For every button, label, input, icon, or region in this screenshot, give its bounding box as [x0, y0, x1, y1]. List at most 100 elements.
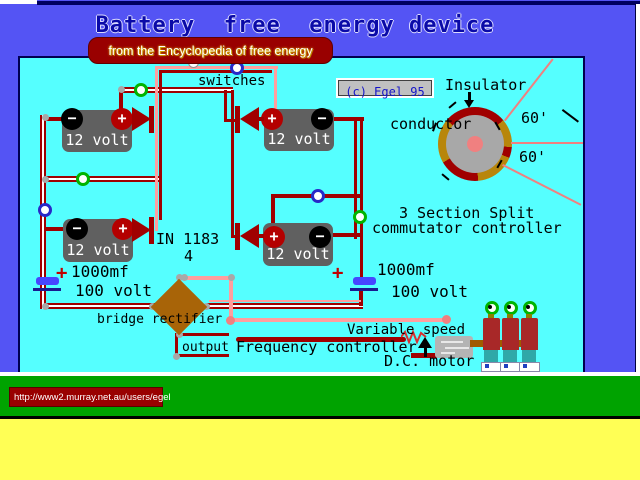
commutator-label-line2: commutator controller [372, 219, 562, 237]
motor-detail-line [445, 347, 469, 349]
wire [119, 91, 123, 113]
battery-label: 12 volt [66, 241, 130, 259]
battery3-minus-terminal: − [66, 218, 88, 240]
battery1-minus-terminal: − [61, 108, 83, 130]
insulator-arrow-stem [468, 92, 471, 102]
capacitor-right-plate [353, 277, 376, 285]
motor-detail-line [441, 341, 463, 343]
wire [45, 303, 155, 309]
figure-eye [488, 305, 492, 309]
commutator-figure [481, 301, 502, 372]
switch-toggle[interactable] [311, 189, 325, 203]
junction-dot [42, 114, 49, 121]
wire-end-cap [226, 316, 235, 325]
figure-head [504, 301, 518, 315]
wire [209, 300, 361, 302]
conductor-label: conductor [390, 115, 472, 133]
angle-bottom-label: 60' [519, 148, 547, 166]
wire [354, 117, 357, 239]
capacitor-left-plate [36, 277, 59, 285]
diode-bar [149, 217, 154, 244]
commutator-axle [467, 136, 483, 152]
battery4-minus-terminal: − [309, 226, 331, 248]
switch-toggle[interactable] [76, 172, 90, 186]
switch-toggle[interactable] [134, 83, 148, 97]
wire [159, 70, 162, 220]
capacitor-left-plate2 [33, 288, 61, 291]
wire [224, 90, 227, 122]
figure-shoe-mark [504, 364, 508, 368]
bridge-rectifier-label: bridge rectifier [97, 312, 223, 327]
wire [181, 276, 233, 280]
titlebar-fragment-right [37, 1, 640, 5]
figure-body [502, 318, 519, 350]
wire [175, 333, 178, 357]
cap-right-voltage-label: 100 volt [391, 282, 469, 301]
wire [45, 227, 65, 231]
wire [360, 117, 363, 279]
motor-detail-line [441, 352, 455, 354]
wire [258, 234, 264, 238]
figure-head [485, 301, 499, 315]
battery2-plus-terminal: + [261, 108, 283, 130]
battery2-minus-terminal: − [311, 108, 333, 130]
resistor-zigzag-icon [400, 329, 427, 345]
wire [119, 87, 233, 93]
cap-left-voltage-label: 100 volt [75, 281, 153, 300]
wire [274, 66, 277, 114]
cap-left-value-label: 1000mf [71, 262, 129, 281]
wire [330, 117, 364, 121]
diode-icon [240, 224, 259, 248]
banner: from the Encyclopedia of free energy [88, 37, 333, 64]
capacitor-right-plate2 [350, 288, 378, 291]
wire [231, 90, 234, 238]
junction-dot [176, 274, 183, 281]
switch-toggle[interactable] [353, 210, 367, 224]
diode-part-label2: 4 [184, 247, 194, 265]
figure-legs [522, 350, 536, 363]
commutator-ray [511, 142, 583, 144]
battery-label: 12 volt [266, 245, 330, 263]
wire [258, 117, 264, 121]
figure-legs [484, 350, 498, 363]
insulator-label: Insulator [445, 76, 527, 94]
right-edge-line [635, 4, 636, 372]
cap-right-value-label: 1000mf [377, 260, 435, 279]
yellow-bar [0, 419, 640, 480]
commutator-figure [500, 301, 521, 372]
insulator-arrow-icon [464, 100, 474, 108]
wire [271, 194, 275, 228]
junction-dot [173, 353, 180, 360]
url-box[interactable]: http://www2.murray.net.au/users/egel [9, 387, 171, 407]
figure-eye [507, 305, 511, 309]
figure-neck [488, 314, 494, 319]
diode-bar [235, 106, 240, 133]
wire [159, 70, 272, 73]
switches-label: switches [198, 73, 266, 89]
switch-toggle[interactable] [38, 203, 52, 217]
wire [155, 66, 278, 69]
battery3-plus-terminal: + [112, 218, 134, 240]
diode-icon [132, 107, 151, 131]
junction-dot [181, 274, 188, 281]
figure-head [523, 301, 537, 315]
wire [155, 66, 158, 231]
wire [330, 233, 362, 237]
footer-divider [0, 416, 640, 419]
copyright-badge-inner: (c) Egel 95 [338, 80, 432, 99]
panel-bottom-highlight [0, 372, 640, 376]
junction-dot [42, 303, 49, 310]
angle-top-label: 60' [521, 109, 549, 127]
wire [229, 318, 447, 322]
wire [175, 354, 229, 357]
diode-icon [132, 218, 151, 242]
wire [236, 337, 406, 342]
diode-bar [235, 223, 240, 250]
banner-text: from the Encyclopedia of free energy [108, 43, 313, 58]
copyright-badge[interactable]: (c) Egel 95 [336, 78, 434, 98]
dc-motor-label: D.C. motor [384, 352, 475, 370]
copyright-text: (c) Egel 95 [345, 85, 425, 99]
figure-shoe-mark [485, 364, 489, 368]
titlebar-fragment-left [0, 0, 37, 4]
cap-right-plus-label: + [332, 262, 344, 284]
